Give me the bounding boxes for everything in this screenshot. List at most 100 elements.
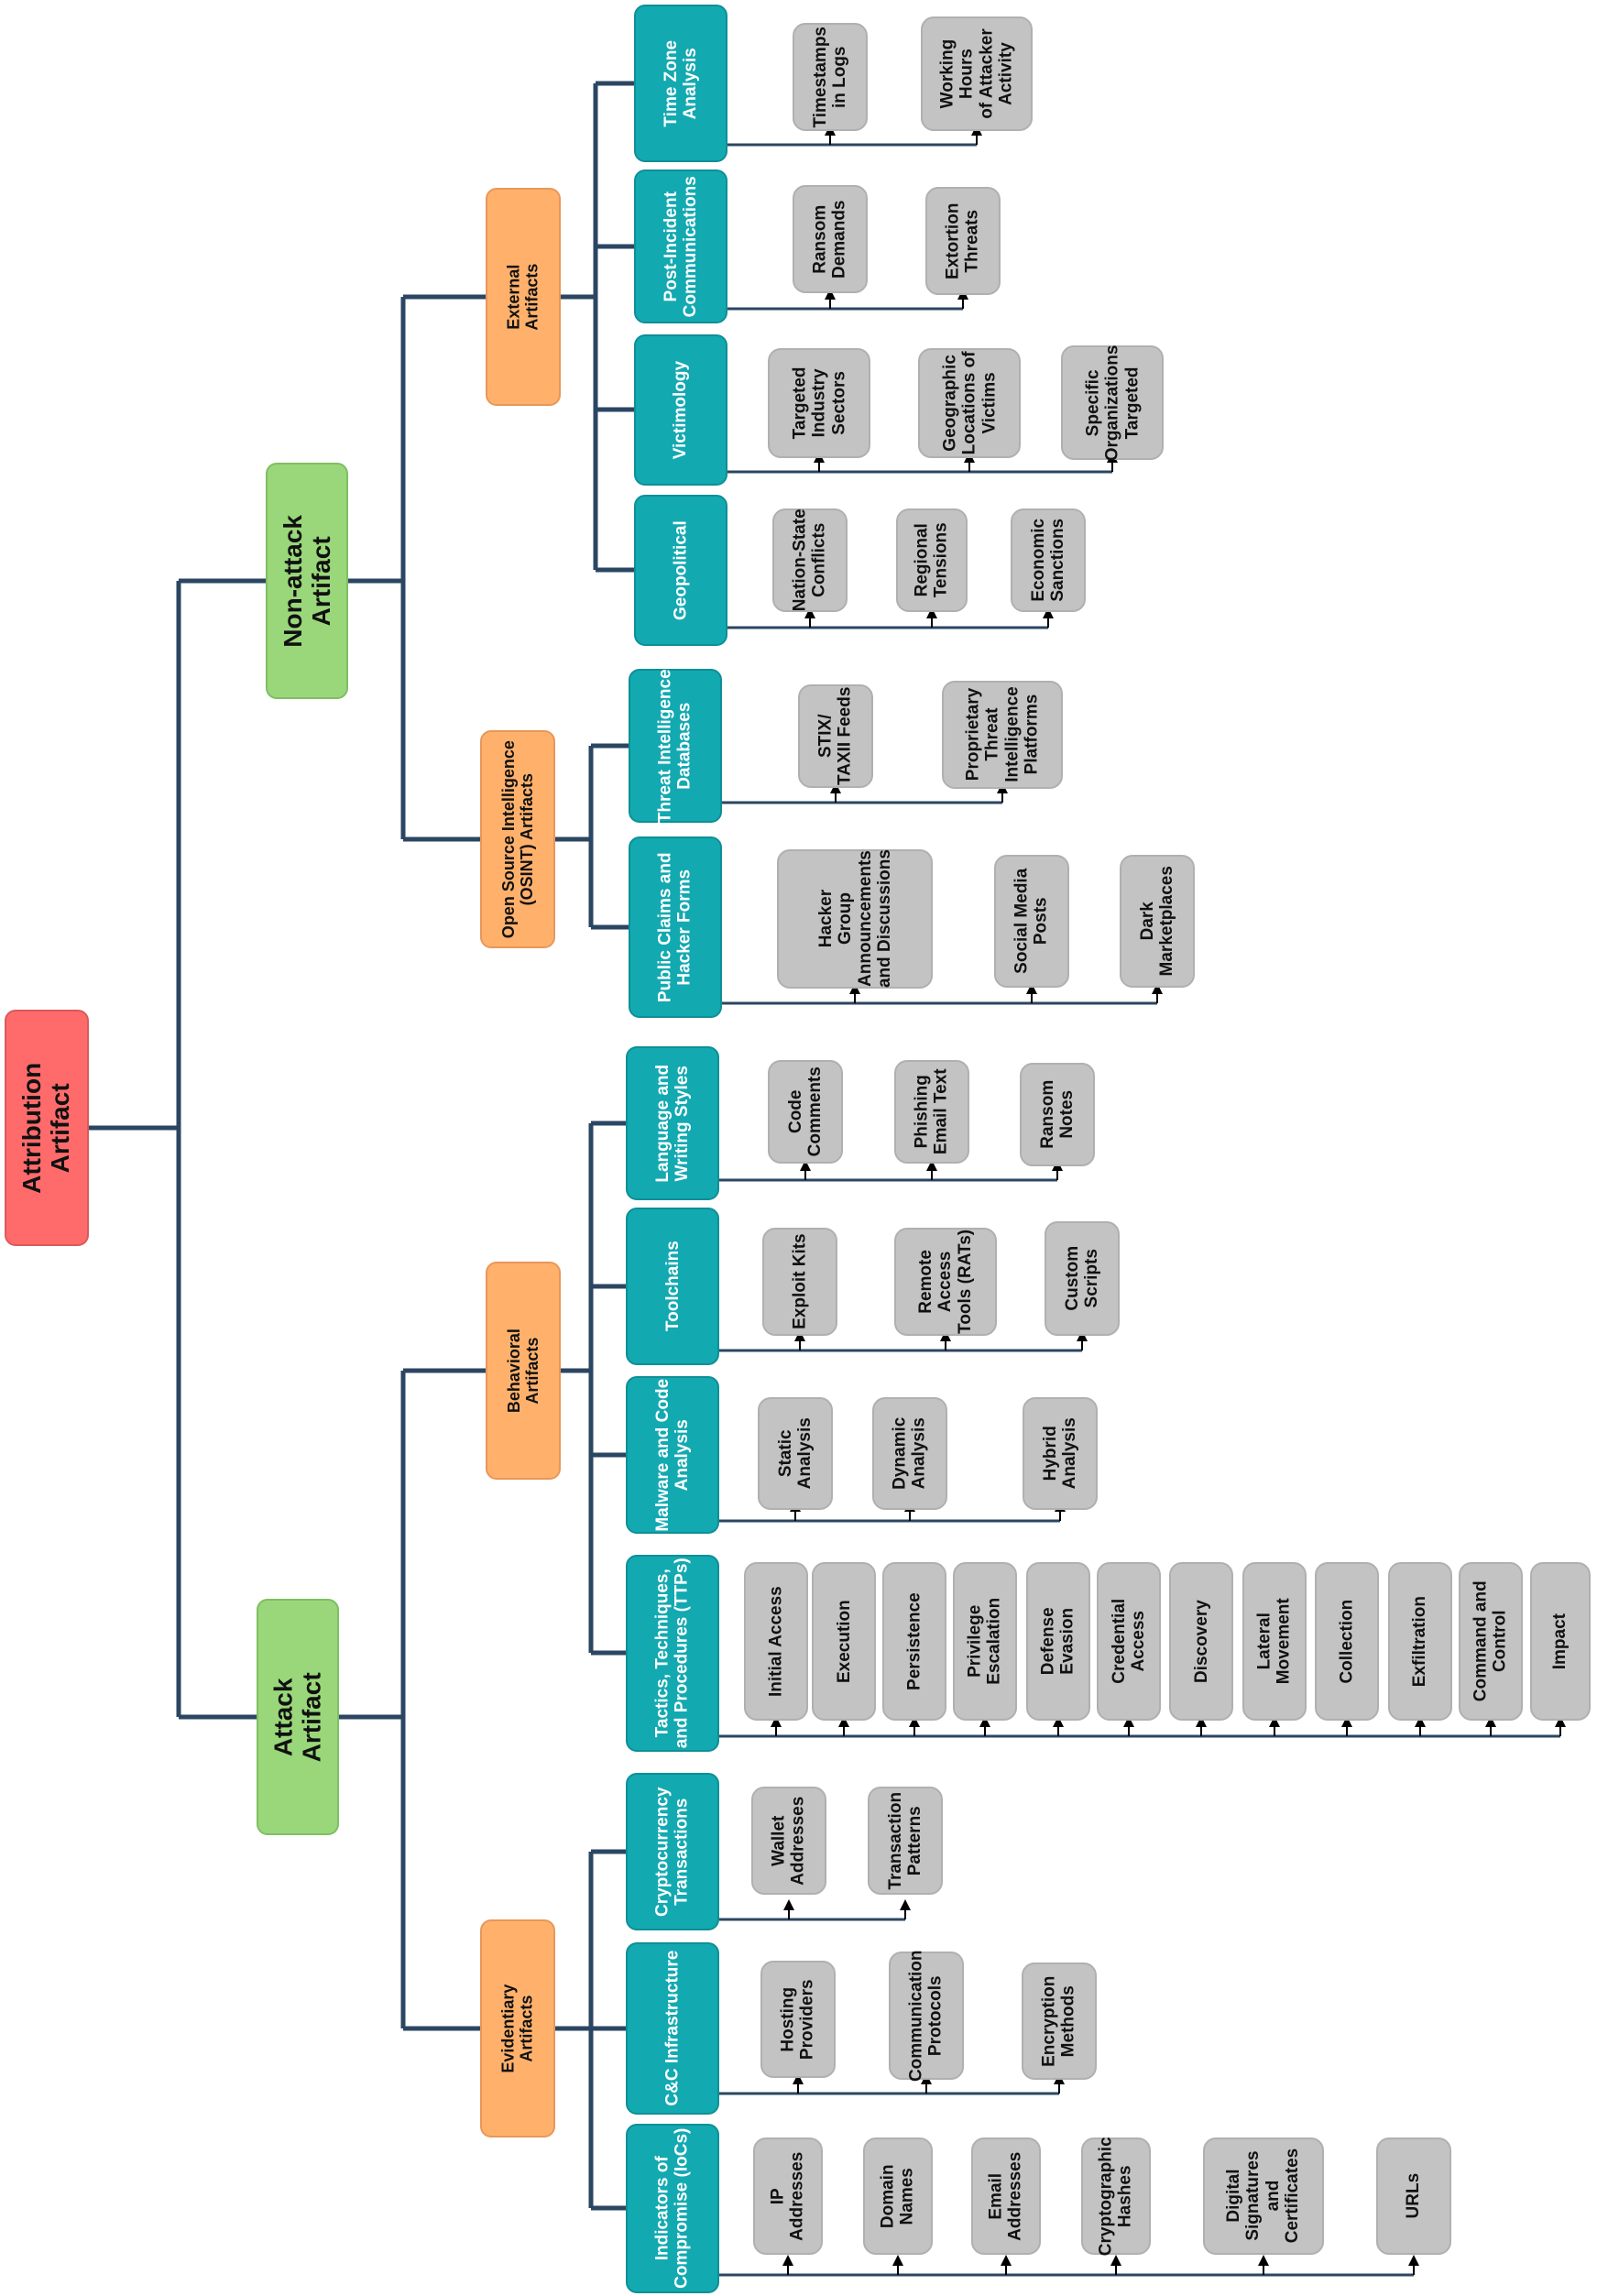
leaf-geographic-locations-victims: Geographic Locations of Victims	[918, 348, 1021, 458]
leaf-timestamps-in-logs: Timestamps in Logs	[793, 23, 868, 131]
leaf-label: Credential Access	[1109, 1599, 1149, 1684]
leaf-specific-organizations-targeted: Specific Organizations Targeted	[1061, 344, 1164, 461]
leaf-label: Discovery	[1191, 1600, 1211, 1683]
leaf-collection: Collection	[1315, 1562, 1379, 1721]
leaf-label: Geographic Locations of Victims	[940, 351, 999, 455]
leaf-label: Extortion Threats	[943, 202, 983, 279]
leaf-label: Cryptographic Hashes	[1096, 2137, 1136, 2256]
leaf-label: Exploit Kits	[790, 1233, 810, 1330]
node-evidentiary-artifacts: Evidentiary Artifacts	[480, 1919, 555, 2137]
node-indicators-of-compromise: Indicators of Compromise (IoCs)	[626, 2124, 719, 2293]
leaf-label: Targeted Industry Sectors	[790, 366, 848, 440]
leaf-label: Remote Access Tools (RATs)	[916, 1230, 975, 1334]
leaf-label: Execution	[834, 1600, 854, 1683]
leaf-social-media-posts: Social Media Posts	[994, 855, 1069, 988]
node-cryptocurrency-transactions: Cryptocurrency Transactions	[626, 1773, 719, 1930]
node-malware-code-analysis: Malware and Code Analysis	[626, 1376, 719, 1534]
leaf-label: Dynamic Analysis	[890, 1416, 930, 1491]
leaf-label: Static Analysis	[775, 1417, 815, 1490]
leaf-ransom-notes: Ransom Notes	[1020, 1063, 1095, 1166]
leaf-stix-taxii-feeds: STIX/ TAXII Feeds	[798, 684, 873, 788]
node-label: Evidentiary Artifacts	[498, 1984, 537, 2073]
leaf-label: STIX/ TAXII Feeds	[815, 686, 855, 786]
leaf-label: IP Addresses	[768, 2151, 808, 2241]
leaf-label: Digital Signatures and Certificates	[1224, 2148, 1303, 2244]
leaf-exfiltration: Exfiltration	[1388, 1562, 1452, 1721]
node-language-writing-styles: Language and Writing Styles	[626, 1046, 719, 1200]
node-victimology: Victimology	[634, 334, 727, 486]
node-public-claims-hacker-forms: Public Claims and Hacker Forms	[629, 836, 722, 1018]
leaf-command-and-control: Command and Control	[1459, 1562, 1523, 1721]
leaf-label: Phishing Email Text	[912, 1068, 952, 1155]
leaf-label: Hosting Providers	[778, 1979, 817, 2060]
node-label: Toolchains	[662, 1241, 683, 1332]
leaf-label: Economic Sanctions	[1028, 519, 1067, 602]
node-label: Non-attack Artifact	[278, 514, 336, 648]
leaf-label: Working Hours of Attacker Activity	[937, 28, 1016, 119]
leaf-label: Code Comments	[785, 1066, 825, 1157]
leaf-label: Defense Evasion	[1038, 1607, 1078, 1676]
node-label: Indicators of Compromise (IoCs)	[652, 2127, 692, 2290]
leaf-initial-access: Initial Access	[744, 1562, 808, 1721]
leaf-email-addresses: Email Addresses	[971, 2137, 1041, 2255]
leaf-phishing-email-text: Phishing Email Text	[894, 1060, 969, 1164]
leaf-ip-addresses: IP Addresses	[753, 2137, 823, 2255]
node-label: Geopolitical	[671, 520, 691, 620]
leaf-label: Command and Control	[1471, 1580, 1511, 1702]
leaf-label: URLs	[1404, 2173, 1424, 2219]
leaf-hybrid-analysis: Hybrid Analysis	[1023, 1397, 1098, 1510]
node-label: Attack Artifact	[268, 1671, 327, 1763]
leaf-discovery: Discovery	[1169, 1562, 1233, 1721]
leaf-label: Privilege Escalation	[965, 1597, 1005, 1686]
leaf-label: Initial Access	[766, 1586, 786, 1697]
leaf-label: Nation-State Conflicts	[790, 508, 829, 612]
leaf-hosting-providers: Hosting Providers	[760, 1961, 836, 2078]
leaf-label: Communication Protocols	[906, 1950, 946, 2082]
leaf-label: Regional Tensions	[912, 522, 951, 598]
leaf-label: Lateral Movement	[1254, 1598, 1294, 1685]
node-threat-intelligence-databases: Threat Intelligence Databases	[629, 669, 722, 823]
node-label: Behavioral Artifacts	[504, 1328, 542, 1414]
node-label: Open Source Intelligence (OSINT) Artifac…	[498, 739, 536, 939]
node-attribution-artifact: Attribution Artifact	[5, 1010, 89, 1246]
leaf-economic-sanctions: Economic Sanctions	[1011, 508, 1086, 612]
leaf-label: Proprietary Threat Intelligence Platform…	[963, 686, 1042, 783]
leaf-label: Impact	[1550, 1613, 1570, 1670]
leaf-privilege-escalation: Privilege Escalation	[953, 1562, 1017, 1721]
leaf-label: Exfiltration	[1410, 1595, 1430, 1688]
leaf-proprietary-threat-intelligence-platforms: Proprietary Threat Intelligence Platform…	[942, 681, 1063, 789]
node-time-zone-analysis: Time Zone Analysis	[634, 5, 727, 162]
leaf-digital-signatures-certificates: Digital Signatures and Certificates	[1203, 2137, 1324, 2255]
leaf-ransom-demands: Ransom Demands	[793, 185, 868, 293]
node-label: Cryptocurrency Transactions	[652, 1787, 692, 1917]
leaf-execution: Execution	[812, 1562, 876, 1721]
leaf-label: Wallet Addresses	[769, 1796, 809, 1886]
node-external-artifacts: External Artifacts	[486, 188, 561, 406]
leaf-label: Custom Scripts	[1062, 1246, 1101, 1311]
node-osint-artifacts: Open Source Intelligence (OSINT) Artifac…	[480, 730, 555, 948]
leaf-extortion-threats: Extortion Threats	[925, 187, 1001, 295]
leaf-label: Dark Marketplaces	[1137, 866, 1176, 977]
node-label: External Artifacts	[504, 263, 541, 331]
node-post-incident-communications: Post-Incident Communications	[634, 169, 727, 323]
leaf-defense-evasion: Defense Evasion	[1026, 1562, 1090, 1721]
leaf-label: Encryption Methods	[1039, 1975, 1079, 2067]
leaf-custom-scripts: Custom Scripts	[1045, 1221, 1120, 1336]
leaf-urls: URLs	[1376, 2137, 1451, 2255]
leaf-label: Persistence	[904, 1592, 924, 1690]
node-label: Threat Intelligence Databases	[655, 669, 695, 823]
leaf-cryptographic-hashes: Cryptographic Hashes	[1081, 2137, 1151, 2256]
leaf-remote-access-tools: Remote Access Tools (RATs)	[894, 1228, 997, 1336]
node-label: Tactics, Techniques, and Procedures (TTP…	[652, 1558, 692, 1749]
node-label: Public Claims and Hacker Forms	[655, 852, 695, 1002]
leaf-label: Hybrid Analysis	[1040, 1417, 1079, 1490]
leaf-dark-marketplaces: Dark Marketplaces	[1120, 855, 1195, 988]
leaf-label: Ransom Notes	[1037, 1080, 1077, 1149]
leaf-exploit-kits: Exploit Kits	[762, 1228, 837, 1336]
leaf-label: Domain Names	[878, 2164, 917, 2228]
node-behavioral-artifacts: Behavioral Artifacts	[486, 1262, 561, 1480]
leaf-persistence: Persistence	[882, 1562, 946, 1721]
node-geopolitical: Geopolitical	[634, 495, 727, 646]
